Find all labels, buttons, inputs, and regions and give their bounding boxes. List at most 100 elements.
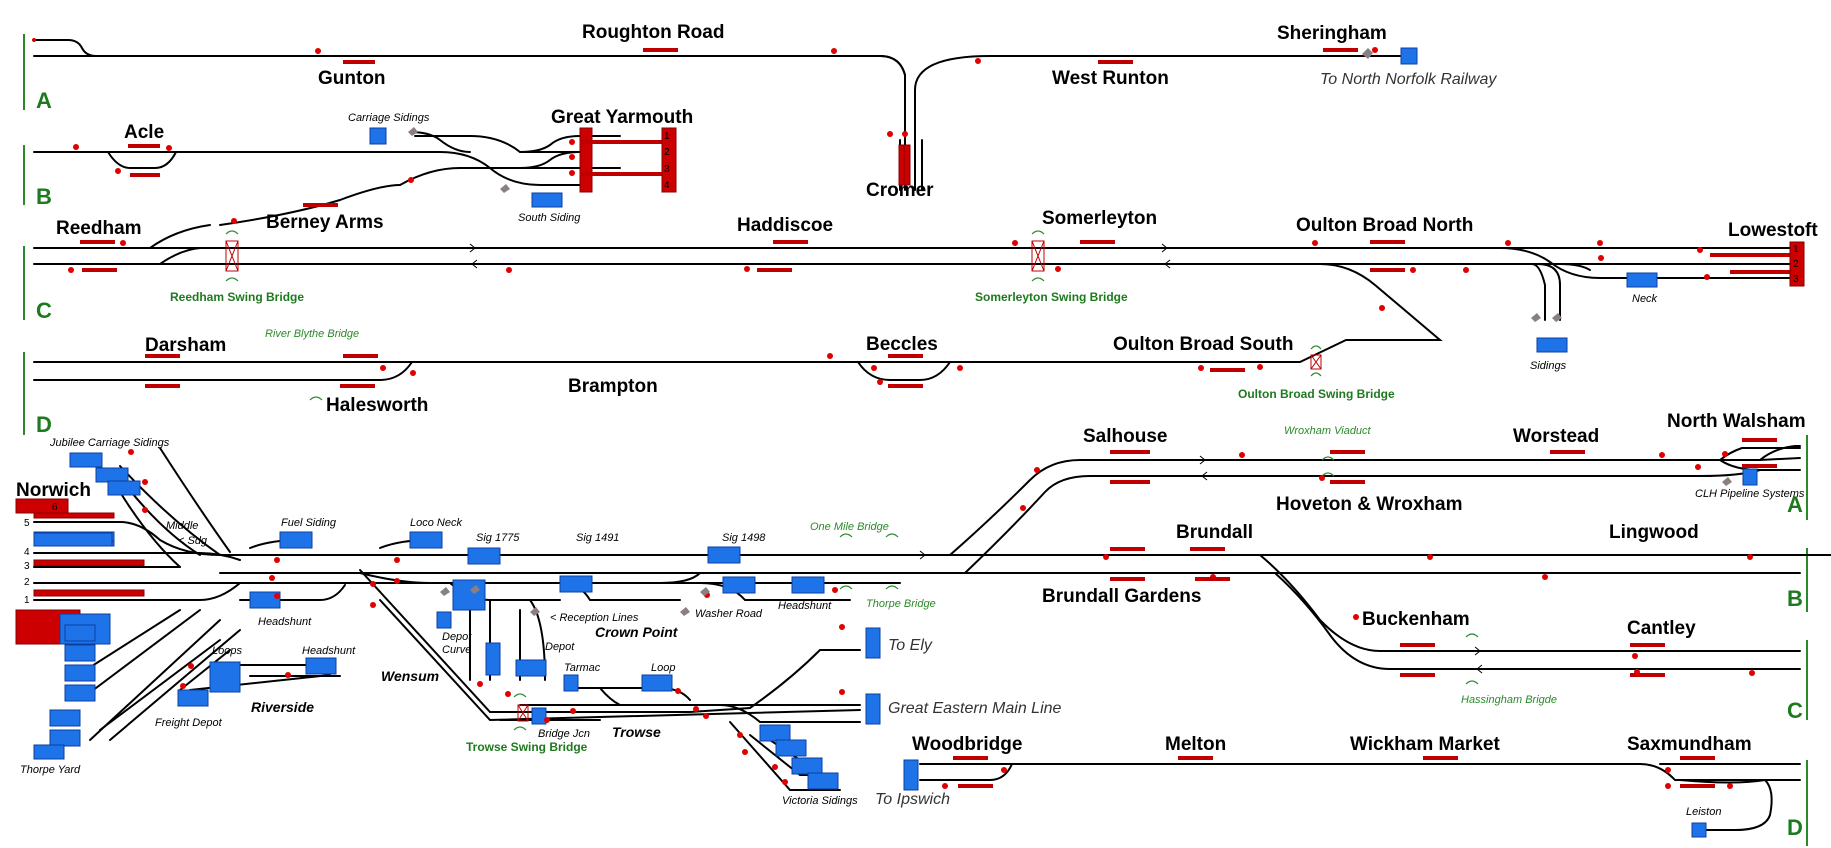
label-depot: Depot [545, 641, 575, 653]
section-dividers [23, 34, 1808, 846]
label-oulton-bridge: Oulton Broad Swing Bridge [1238, 387, 1395, 401]
label-thorpe-yard: Thorpe Yard [20, 764, 81, 776]
station-oulton-broad-south: Oulton Broad South [1113, 334, 1293, 355]
station-roughton-road: Roughton Road [582, 22, 724, 43]
station-haddiscoe: Haddiscoe [737, 215, 833, 236]
station-acle: Acle [124, 122, 164, 143]
station-gunton: Gunton [318, 68, 386, 89]
label-trowse: Trowse [612, 724, 661, 740]
label-gem-line: Great Eastern Main Line [888, 700, 1062, 717]
station-woodbridge: Woodbridge [912, 734, 1022, 755]
label-to-ipswich: To Ipswich [875, 791, 950, 808]
label-middle-sdg-1: Middle [166, 520, 198, 532]
station-berney-arms: Berney Arms [266, 212, 384, 233]
station-darsham: Darsham [145, 335, 226, 356]
label-fuel-siding: Fuel Siding [281, 517, 337, 529]
label-sig-1498: Sig 1498 [722, 532, 766, 544]
label-leiston: Leiston [1686, 806, 1721, 818]
label-thorpe-bridge: Thorpe Bridge [866, 598, 936, 610]
station-norwich: Norwich [16, 480, 91, 501]
bittern-line [949, 438, 1801, 574]
label-bridge-jcn: Bridge Jcn [538, 728, 590, 740]
station-buckenham: Buckenham [1362, 609, 1470, 630]
station-brampton: Brampton [568, 376, 658, 397]
label-hassingham: Hassingham Brigde [1461, 694, 1557, 706]
label-sig-1491: Sig 1491 [576, 532, 619, 544]
station-lingwood: Lingwood [1609, 522, 1699, 543]
label-reception-lines: < Reception Lines [550, 612, 639, 624]
east-suffolk-line-d [33, 339, 1347, 401]
label-wensum: Wensum [381, 668, 439, 684]
reedham-swing-bridge-drawing [225, 240, 239, 272]
svg-text:4: 4 [664, 180, 670, 191]
svg-text:5: 5 [24, 518, 30, 529]
label-one-mile-bridge: One Mile Bridge [810, 521, 889, 533]
label-depot-curve-1: Depot [442, 631, 472, 643]
east-suffolk-line-right-d [903, 756, 1801, 838]
label-carriage-sidings: Carriage Sidings [348, 112, 430, 124]
great-yarmouth-line: 1 2 3 4 [33, 127, 677, 226]
station-beccles: Beccles [866, 334, 938, 355]
section-label-c-left: C [36, 298, 52, 323]
label-to-nnr: To North Norfolk Railway [1320, 71, 1497, 88]
wherry-line [1110, 547, 1801, 685]
station-cantley: Cantley [1627, 618, 1696, 639]
station-melton: Melton [1165, 734, 1226, 755]
section-label-a-left: A [36, 88, 52, 113]
label-depot-curve-2: Curve [442, 644, 471, 656]
station-reedham: Reedham [56, 218, 142, 239]
label-south-siding: South Siding [518, 212, 581, 224]
section-label-b-right: B [1787, 586, 1803, 611]
svg-text:6: 6 [52, 502, 58, 513]
svg-text:1: 1 [1793, 244, 1799, 255]
section-label-d-left: D [36, 412, 52, 437]
station-saxmundham: Saxmundham [1627, 734, 1752, 755]
label-loop: Loop [651, 662, 675, 674]
label-trowse-bridge: Trowse Swing Bridge [466, 740, 588, 754]
station-north-walsham: North Walsham [1667, 411, 1806, 432]
label-neck: Neck [1632, 293, 1658, 305]
label-tarmac: Tarmac [564, 662, 601, 674]
label-sidings: Sidings [1530, 360, 1567, 372]
section-label-d-right: D [1787, 815, 1803, 840]
station-oulton-broad-north: Oulton Broad North [1296, 215, 1473, 236]
station-great-yarmouth: Great Yarmouth [551, 107, 693, 128]
oulton-swing-bridge-drawing [1310, 354, 1322, 370]
station-west-runton: West Runton [1052, 68, 1169, 89]
label-headshunt-1: Headshunt [258, 616, 312, 628]
label-wroxham-viaduct: Wroxham Viaduct [1284, 425, 1372, 437]
svg-text:2: 2 [664, 147, 670, 158]
norwich-area: 6 5 4 3 2 1 [15, 447, 1831, 791]
label-crown-point: Crown Point [595, 624, 679, 640]
label-washer-road: Washer Road [695, 608, 763, 620]
label-reedham-bridge: Reedham Swing Bridge [170, 290, 304, 304]
label-middle-sdg-2: < Sdg [178, 535, 208, 547]
label-jubilee: Jubilee Carriage Sidings [49, 437, 170, 449]
station-hoveton: Hoveton & Wroxham [1276, 494, 1463, 515]
label-victoria-sidings: Victoria Sidings [782, 795, 858, 807]
station-lowestoft: Lowestoft [1728, 220, 1818, 241]
label-loops: Loops [212, 645, 242, 657]
station-somerleyton: Somerleyton [1042, 208, 1157, 229]
label-somerleyton-bridge: Somerleyton Swing Bridge [975, 290, 1128, 304]
section-label-a-right: A [1787, 492, 1803, 517]
label-headshunt-2: Headshunt [778, 600, 832, 612]
svg-text:1: 1 [664, 131, 670, 142]
sheringham-line [32, 38, 1418, 191]
label-sig-1775: Sig 1775 [476, 532, 520, 544]
label-riverside: Riverside [251, 699, 314, 715]
label-loco-neck: Loco Neck [410, 517, 462, 529]
station-cromer: Cromer [866, 180, 934, 201]
label-to-ely: To Ely [888, 637, 933, 654]
label-clh: CLH Pipeline Systems [1695, 488, 1805, 500]
section-label-b-left: B [36, 184, 52, 209]
station-halesworth: Halesworth [326, 395, 428, 416]
svg-text:2: 2 [1793, 259, 1799, 270]
svg-text:3: 3 [1793, 274, 1799, 285]
trowse-swing-bridge-drawing [517, 704, 529, 722]
station-brundall-gardens: Brundall Gardens [1042, 586, 1201, 607]
lowestoft-line: 1 2 3 [33, 218, 1805, 353]
label-freight-depot: Freight Depot [155, 717, 223, 729]
svg-text:3: 3 [24, 561, 30, 572]
station-wickham-market: Wickham Market [1350, 734, 1500, 755]
